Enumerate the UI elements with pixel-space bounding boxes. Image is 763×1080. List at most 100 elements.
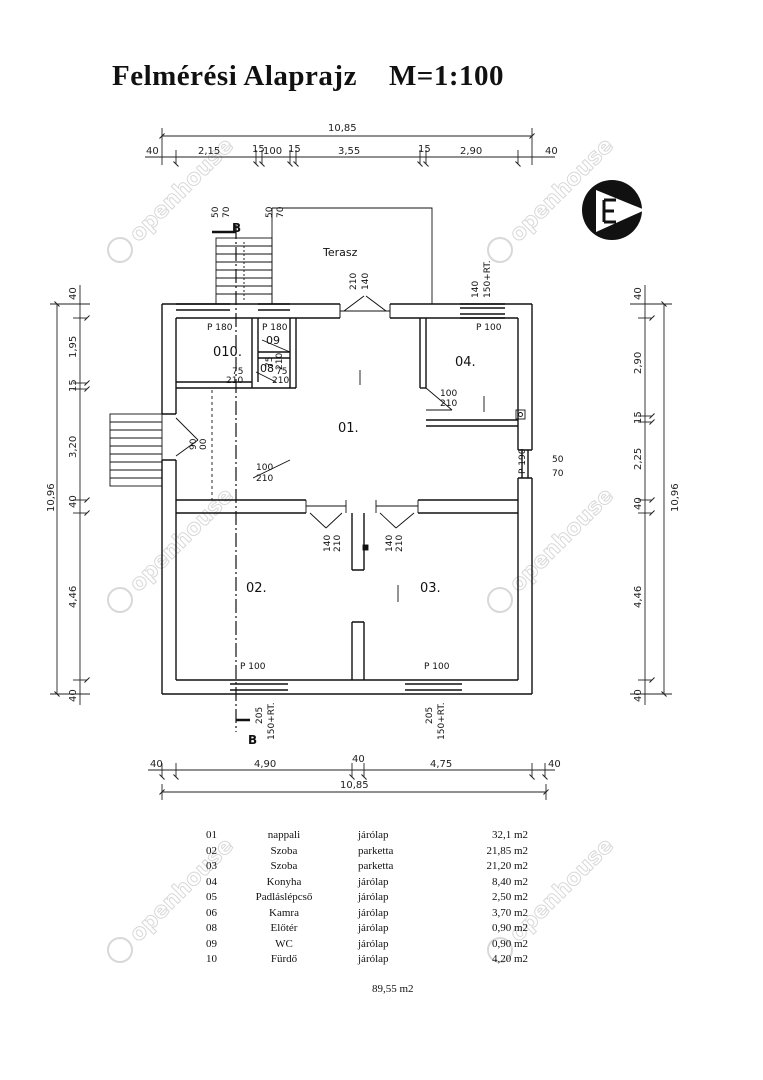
door-dim: 140 (385, 535, 395, 552)
dim-bottom-part: 4,90 (254, 759, 276, 770)
dim-bottom-part: 40 (548, 759, 561, 770)
legend-floor-material: járólap (358, 953, 389, 965)
door-dim: 210 (349, 273, 359, 290)
legend-room-name: WC (275, 937, 293, 950)
stair-top (215, 237, 273, 305)
dim-left-part: 1,95 (68, 336, 79, 358)
stair-left (109, 413, 199, 487)
legend-room-number: 09 (206, 937, 217, 950)
dim-top-part: 40 (146, 146, 159, 157)
opening-label: P 100 (240, 662, 266, 672)
legend-room-area: 21,20 m2 (486, 860, 528, 872)
dim-right-part: 2,25 (633, 448, 644, 470)
legend-room-name: Kamra (269, 906, 299, 919)
legend-row: 03 Szoba parketta 21,20 m2 (200, 860, 540, 876)
room-label: 04. (455, 355, 476, 370)
dim-right-part: 40 (633, 287, 644, 300)
opening-label: P 100 (424, 662, 450, 672)
legend-floor-material: járólap (358, 829, 389, 841)
opening-label: P 190 (518, 448, 528, 474)
window-dim: 70 (552, 469, 564, 479)
legend-room-number: 06 (206, 906, 217, 919)
window-dim: 205 (255, 707, 265, 724)
door-dim: 210 (226, 376, 243, 386)
legend-room-area: 0,90 m2 (491, 937, 528, 950)
window-dim: 150+RT. (437, 702, 447, 740)
dim-top-total: 10,85 (328, 123, 357, 134)
title-main: Felmérési Alaprajz (112, 60, 357, 92)
legend-room-number: 10 (206, 953, 217, 965)
right-dimensions (630, 285, 672, 705)
dim-right-total: 10,96 (670, 483, 681, 512)
legend-room-area: 32,1 m2 (491, 829, 528, 841)
legend-room-number: 01 (206, 829, 217, 841)
door-dim: 100 (256, 463, 273, 473)
door-dim: 75 (265, 357, 275, 368)
dim-left-part: 40 (68, 287, 79, 300)
window-dim: 205 (425, 707, 435, 724)
door-dim: 210 (272, 376, 289, 386)
dim-right-part: 15 (633, 411, 644, 424)
room-label: 02. (246, 581, 267, 596)
room-label: 08 (260, 362, 274, 375)
door-dim: 210 (333, 535, 343, 552)
legend-room-number: 08 (206, 922, 217, 934)
svg-text:openhouse: openhouse (125, 133, 239, 247)
dim-right-part: 4,46 (633, 586, 644, 608)
door-dim: 140 (361, 273, 371, 290)
door-dim: 210 (395, 535, 405, 552)
opening-label: P 180 (207, 323, 233, 333)
opening-label: P 100 (476, 323, 502, 333)
terrace-label: Terasz (322, 246, 358, 259)
dim-right-part: 40 (633, 689, 644, 702)
dim-left-part: 4,46 (68, 586, 79, 608)
room-label: 09 (266, 334, 280, 347)
triangle-logo-icon (582, 180, 645, 240)
legend-row: 09 WC járólap 0,90 m2 (200, 938, 540, 954)
window-dim: 70 (276, 206, 286, 218)
door-dim: 100 (440, 389, 457, 399)
left-dimensions (50, 285, 90, 705)
top-dimensions (145, 128, 555, 167)
section-marker-top: B (232, 221, 241, 235)
door-dim: 75 (276, 367, 287, 377)
legend-room-name: Konyha (266, 875, 302, 888)
legend-room-name: Szoba (270, 860, 298, 872)
dim-top-part: 100 (263, 146, 282, 157)
window-dim: 70 (222, 206, 232, 218)
legend-floor-material: járólap (358, 891, 389, 903)
dim-top-part: 2,15 (198, 146, 220, 157)
legend-room-area: 8,40 m2 (491, 875, 528, 888)
legend-room-area: 4,20 m2 (491, 953, 528, 965)
door-dim: 210 (256, 474, 273, 484)
section-line (212, 225, 250, 732)
window-dim: 50 (211, 206, 221, 218)
legend-room-area: 2,50 m2 (491, 891, 528, 903)
legend-room-name: Szoba (270, 844, 298, 857)
door-dim: 00 (199, 438, 209, 450)
legend-floor-material: parketta (358, 860, 394, 872)
door-dim: 140 (323, 535, 333, 552)
door-dim: 75 (232, 367, 243, 377)
legend-room-number: 03 (206, 860, 217, 872)
legend-floor-material: parketta (358, 844, 394, 857)
legend-floor-material: járólap (358, 937, 389, 950)
legend-room-area: 3,70 m2 (491, 906, 528, 919)
legend-room-name: Előtér (270, 922, 298, 934)
legend-room-number: 04 (206, 875, 217, 888)
dim-bottom-part: 4,75 (430, 759, 452, 770)
room-label: 010. (213, 345, 242, 360)
dim-bottom-part: 40 (150, 759, 163, 770)
dim-left-total: 10,96 (46, 483, 57, 512)
legend-room-number: 05 (206, 891, 217, 903)
dim-top-part: 15 (418, 144, 431, 155)
terrace-outline (271, 207, 433, 318)
legend-room-area: 21,85 m2 (486, 844, 528, 857)
dim-bottom-total: 10,85 (340, 780, 369, 791)
window-dim: 140 (471, 281, 481, 298)
dim-top-part: 40 (545, 146, 558, 157)
legend-room-name: Fürdő (270, 953, 298, 965)
opening-label: P 180 (262, 323, 288, 333)
